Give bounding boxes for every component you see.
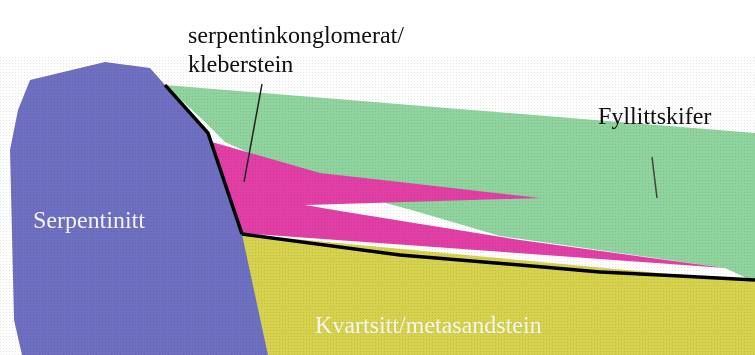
phyllite-label: Fyllittskifer	[598, 104, 711, 130]
conglomerate-label-line2: kleberstein	[188, 52, 293, 78]
conglomerate-label-line1: serpentinkonglomerat/	[188, 23, 404, 49]
stipple-texture	[0, 55, 755, 355]
phyllite-leader-line	[651, 156, 658, 199]
serpentinite-label: Serpentinitt	[33, 208, 145, 234]
contact-line-steep	[163, 83, 244, 235]
quartzite-label: Kvartsitt/metasandstein	[315, 313, 542, 339]
contact-line-base	[241, 232, 755, 282]
conglomerate-leader-line	[243, 83, 263, 183]
